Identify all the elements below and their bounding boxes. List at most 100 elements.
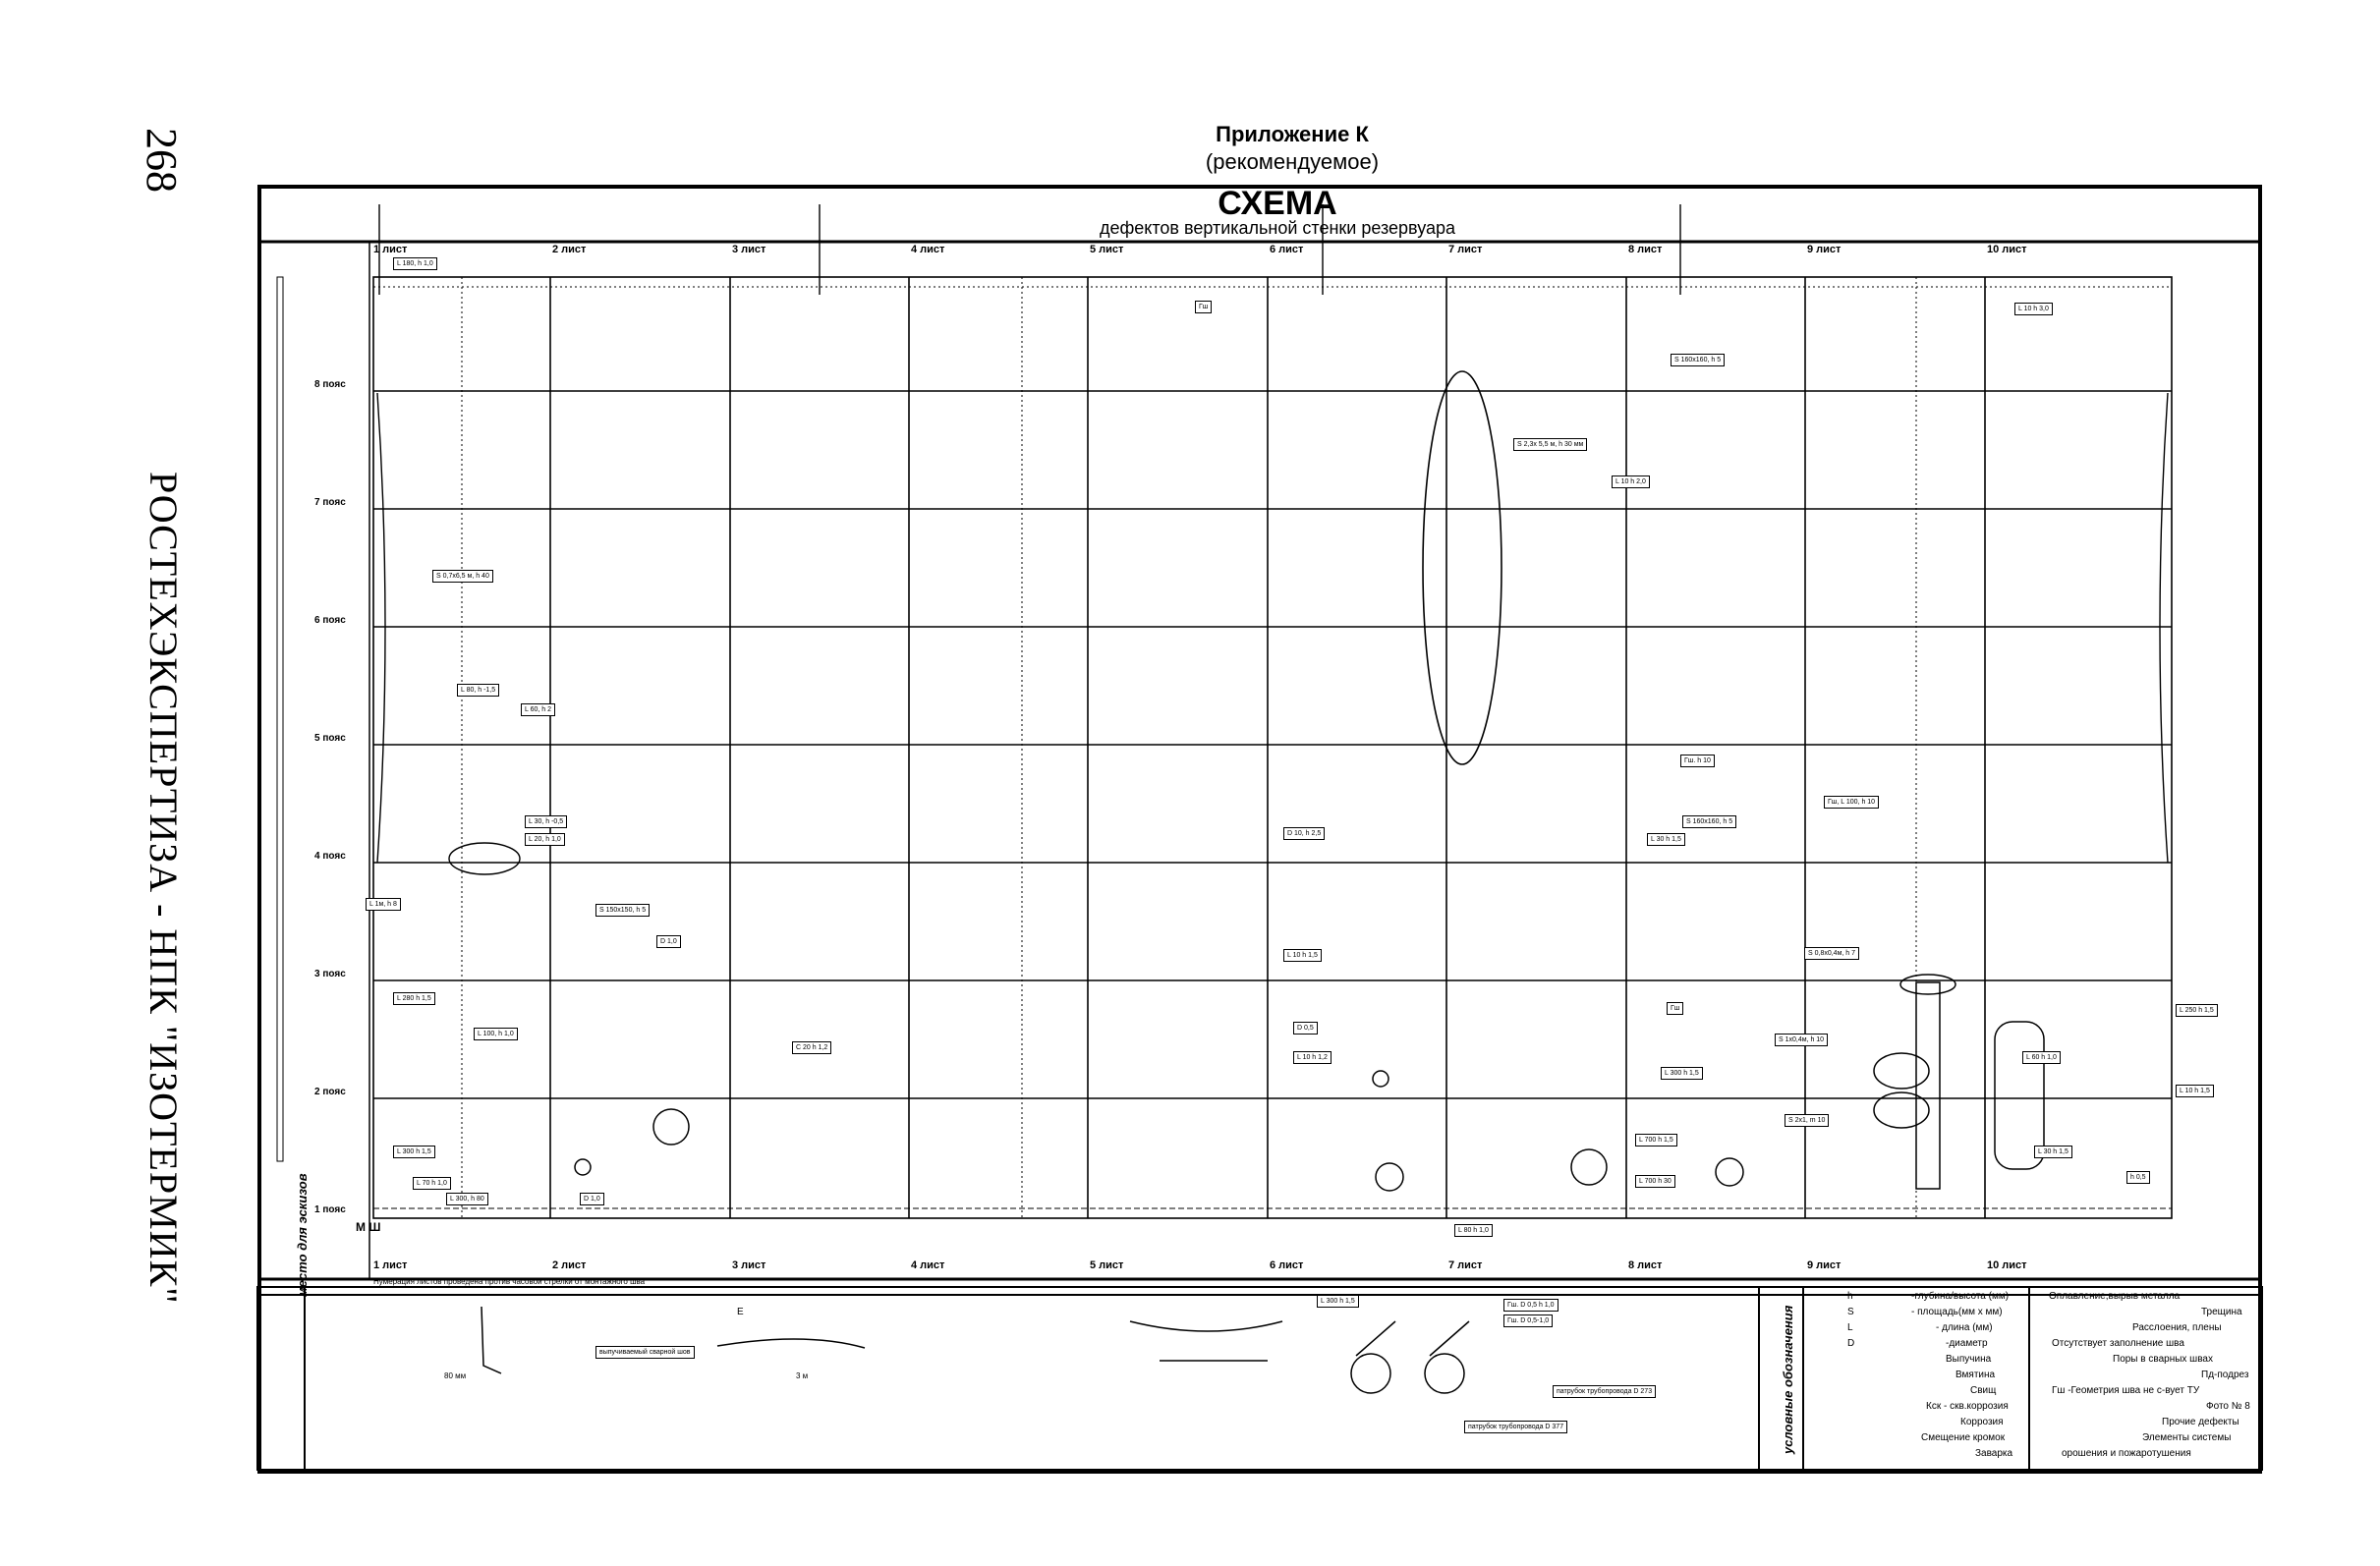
- appendix-subtitle: (рекомендуемое): [1205, 149, 1380, 174]
- defect-label: L 300 h 1,5: [1661, 1067, 1703, 1080]
- defect-label: S 2х1, m 10: [1785, 1114, 1830, 1127]
- scheme-title: СХЕМА: [1218, 185, 1337, 222]
- defect-label: L 10 h 2,0: [1612, 475, 1650, 488]
- sheet-label-bottom: 3 лист: [732, 1259, 766, 1271]
- legend-item-text: -диаметр: [1946, 1338, 1988, 1349]
- belt-label: 3 пояс: [314, 969, 346, 979]
- legend-item-text: Кск - скв.коррозия: [1926, 1401, 2009, 1412]
- legend-item-text: Свищ: [1970, 1385, 1997, 1396]
- defect-label: L 10 h 3,0: [2014, 303, 2053, 315]
- sheet-label-top: 7 лист: [1448, 244, 1483, 255]
- sketch-label: 80 мм: [444, 1371, 467, 1380]
- sheet-label-top: 8 лист: [1628, 244, 1663, 255]
- defect-label: L 60, h 2: [521, 703, 555, 716]
- defect-label: S 1х0,4м, h 10: [1775, 1034, 1829, 1046]
- legend-symbol: D: [1847, 1338, 1855, 1349]
- sheet-label-bottom: 5 лист: [1090, 1259, 1124, 1271]
- defect-label: L 300, h 80: [446, 1193, 488, 1205]
- legend-item-text: Выпучина: [1946, 1354, 1992, 1365]
- defect-label: L 280 h 1,5: [393, 992, 435, 1005]
- sketch-label: L 300 h 1,5: [1317, 1295, 1359, 1308]
- sheet-label-bottom: 9 лист: [1807, 1259, 1842, 1271]
- sheet-label-top: 5 лист: [1090, 244, 1124, 255]
- defect-label: L 300 h 1,5: [393, 1146, 435, 1158]
- legend-item-text: Отсутствует заполнение шва: [2052, 1338, 2184, 1349]
- sheet-label-bottom: 10 лист: [1987, 1259, 2027, 1271]
- defect-label: L 80 h 1,0: [1454, 1224, 1493, 1237]
- sheet-label-top: 6 лист: [1270, 244, 1304, 255]
- legend-item-text: Пд-подрез: [2201, 1370, 2249, 1380]
- legend-symbol: L: [1847, 1322, 1853, 1333]
- legend-item-text: Оплавление,вырыв металла: [2049, 1291, 2181, 1302]
- sheet-label-top: 3 лист: [732, 244, 766, 255]
- defect-label: Гш: [1195, 301, 1213, 313]
- legend-item-text: Гш -Геометрия шва не с-вует ТУ: [2052, 1385, 2200, 1396]
- sheet-label-bottom: 2 лист: [552, 1259, 587, 1271]
- legend-symbol: S: [1847, 1307, 1854, 1317]
- belt-label: 5 пояс: [314, 733, 346, 744]
- conventions-label: условные обозначения: [1781, 1305, 1795, 1454]
- legend-item-text: Элементы системы: [2142, 1432, 2232, 1443]
- defect-label: L 60 h 1,0: [2022, 1051, 2061, 1064]
- defect-label: L 30, h -0,5: [525, 815, 568, 828]
- defect-label: L 700 h 1,5: [1635, 1134, 1677, 1147]
- sketch-label: выпучиваемый сварной шов: [595, 1346, 695, 1359]
- defect-label: L 30 h 1,5: [2034, 1146, 2072, 1158]
- defect-label: L 700 h 30: [1635, 1175, 1675, 1188]
- grid: [372, 276, 2173, 1219]
- sketch-label: 3 м: [796, 1371, 809, 1380]
- sheet-label-top: 4 лист: [911, 244, 945, 255]
- legend-item-text: Расслоения, плены: [2132, 1322, 2222, 1333]
- defect-label: S 150х150, h 5: [595, 904, 651, 917]
- defect-label: L 100, h 1,0: [474, 1028, 518, 1040]
- defect-label: L 250 h 1,5: [2176, 1004, 2218, 1017]
- defect-label: S 160х160, h 5: [1671, 354, 1726, 366]
- belt-label: 6 пояс: [314, 615, 346, 626]
- defect-label: S 2,3х 5,5 м, h 30 мм: [1513, 438, 1588, 451]
- scheme-frame: [257, 185, 2262, 1474]
- defect-label: L 10 h 1,5: [2176, 1085, 2214, 1097]
- defect-label: D 0,5: [1293, 1022, 1318, 1035]
- defect-label: L 80, h -1,5: [457, 684, 500, 697]
- legend-item-text: -глубина/высота (мм): [1911, 1291, 2010, 1302]
- sheet-label-top: 10 лист: [1987, 244, 2027, 255]
- defect-label: L 70 h 1,0: [413, 1177, 451, 1190]
- legend-item-text: Коррозия: [1960, 1417, 2004, 1427]
- defect-label: S 0,7х6,5 м, h 40: [432, 570, 493, 583]
- sheet-label-bottom: 8 лист: [1628, 1259, 1663, 1271]
- belt-label: 8 пояс: [314, 379, 346, 390]
- sketch-label: Гш. D 0,5 h 1,0: [1503, 1299, 1558, 1312]
- legend-item-text: - длина (мм): [1936, 1322, 1993, 1333]
- legend-symbol: h: [1847, 1291, 1853, 1302]
- defect-label: L 20, h 1,0: [525, 833, 565, 846]
- defect-label: L 180, h 1,0: [393, 257, 437, 270]
- defect-label: Гш: [1667, 1002, 1684, 1015]
- legend-item-text: Фото № 8: [2206, 1401, 2250, 1412]
- defect-label: Гш, L 100, h 10: [1824, 796, 1880, 809]
- sheet-label-bottom: 4 лист: [911, 1259, 945, 1271]
- defect-label: D 10, h 2,5: [1283, 827, 1326, 840]
- sheet-label-top: 9 лист: [1807, 244, 1842, 255]
- defect-label: D 1,0: [656, 935, 681, 948]
- sheet-label-top: 1 лист: [373, 244, 408, 255]
- defect-label: L 1м, h 8: [366, 898, 401, 911]
- sheet-label-bottom: 6 лист: [1270, 1259, 1304, 1271]
- legend-item-text: орошения и пожаротушения: [2062, 1448, 2191, 1459]
- defect-label: L 10 h 1,5: [1283, 949, 1322, 962]
- legend-item-text: Поры в сварных швах: [2113, 1354, 2213, 1365]
- defect-label: Гш. h 10: [1680, 755, 1715, 767]
- legend-item-text: Трещина: [2201, 1307, 2242, 1317]
- sketch-label: E: [737, 1307, 744, 1317]
- legend-item-text: Смещение кромок: [1921, 1432, 2006, 1443]
- sketch-area-label: место для эскизов: [295, 1173, 310, 1297]
- sketch-label: патрубок трубопровода D 273: [1553, 1385, 1657, 1398]
- defect-label: S 160х160, h 5: [1682, 815, 1737, 828]
- sketch-label: Гш. D 0,5-1,0: [1503, 1314, 1554, 1327]
- defect-label: C 20 h 1,2: [792, 1041, 832, 1054]
- belt-label: 2 пояс: [314, 1087, 346, 1097]
- defect-label: L 10 h 1,2: [1293, 1051, 1332, 1064]
- legend-item-text: Прочие дефекты: [2162, 1417, 2239, 1427]
- legend-item-text: - площадь(мм х мм): [1911, 1307, 2003, 1317]
- defect-label: L 30 h 1,5: [1647, 833, 1685, 846]
